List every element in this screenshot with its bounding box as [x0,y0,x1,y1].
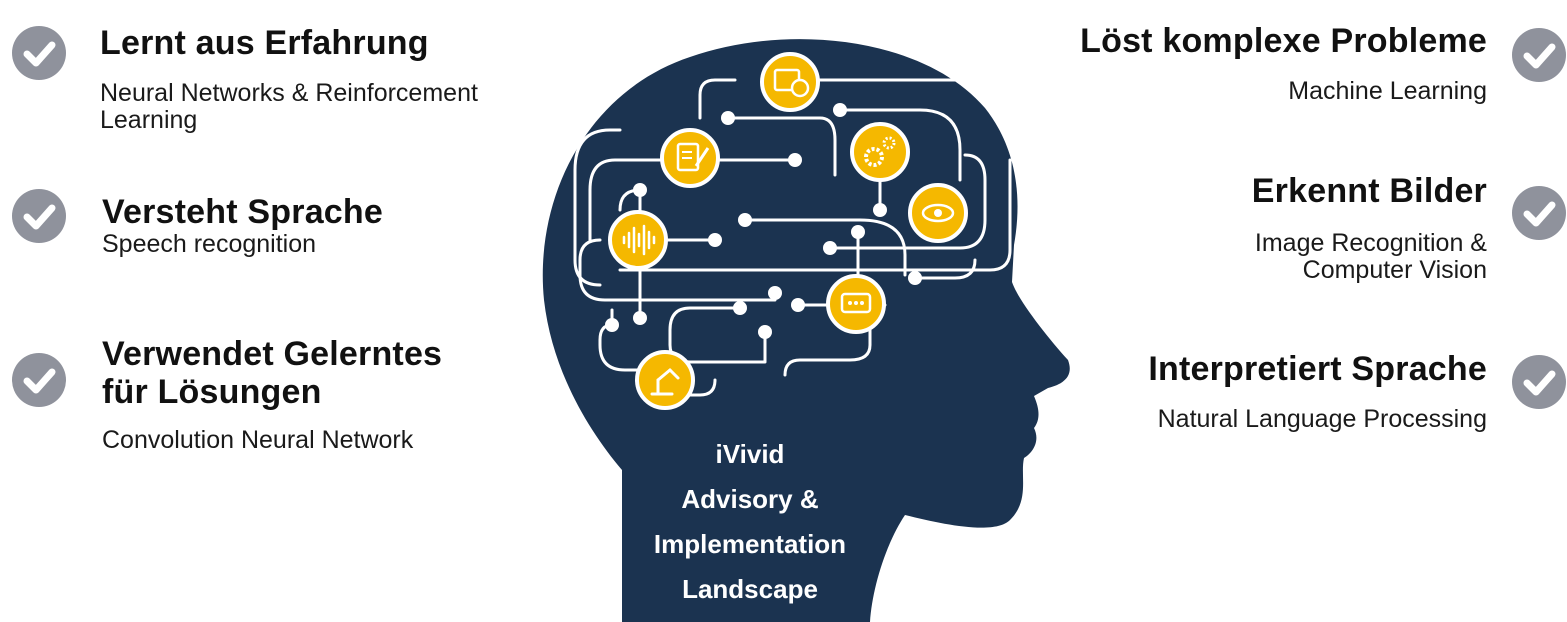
checkmark-icon [1523,370,1556,396]
feature-subtitle: Convolution Neural Network [102,426,414,454]
checkmark-icon [1523,43,1556,69]
feature-subtitle: Natural Language Processing [1157,405,1487,433]
chat-bubble-icon [840,292,872,314]
node-chat-bubble [826,274,886,334]
feature-verwendet-gelerntes: Verwendet Gelerntes für Lösungen Convolu… [0,335,600,465]
feature-title: Lernt aus Erfahrung [100,24,429,62]
checkmark-icon [23,204,56,230]
node-robot-arm [635,350,695,410]
node-sound-wave [608,210,668,270]
feature-interpretiert-sprache: Interpretiert Sprache Natural Language P… [1000,350,1567,450]
circuit-dots [605,103,922,339]
node-document-pen [660,128,720,188]
checkmark-icon [23,41,56,67]
caption-line: Landscape [682,574,818,604]
feature-loest-komplexe-probleme: Löst komplexe Probleme Machine Learning [1000,22,1567,122]
check-badge [1512,28,1566,82]
feature-title: Versteht Sprache [102,193,383,231]
check-badge [12,189,66,243]
sound-wave-icon [622,224,656,256]
feature-subtitle: Neural Networks & Reinforcement Learning [100,79,478,134]
feature-title: Löst komplexe Probleme [1080,22,1487,60]
check-badge [1512,186,1566,240]
feature-title: Verwendet Gelerntes für Lösungen [102,335,443,411]
feature-lernt-aus-erfahrung: Lernt aus Erfahrung Neural Networks & Re… [0,12,600,134]
document-pen-icon [676,142,700,172]
check-badge [12,26,66,80]
head-caption: iVivid Advisory & Implementation Landsca… [600,432,900,612]
feature-subtitle: Machine Learning [1288,77,1487,105]
checkmark-icon [23,368,56,394]
feature-subtitle: Speech recognition [102,230,317,258]
gears-icon [864,147,884,167]
node-eye [908,183,968,243]
check-badge [1512,355,1566,409]
checkmark-icon [1523,201,1556,227]
caption-line: iVivid [715,439,785,469]
check-badge [12,353,66,407]
feature-versteht-sprache: Versteht Sprache Speech recognition [0,185,600,265]
feature-title: Interpretiert Sprache [1148,350,1487,388]
node-gears [850,122,910,182]
feature-title: Erkennt Bilder [1251,172,1487,210]
caption-line: Implementation [653,529,847,559]
node-calendar-clock [760,52,820,112]
eye-icon [921,203,955,223]
caption-line: Advisory & [681,484,819,514]
feature-subtitle: Image Recognition & Computer Vision [1254,229,1487,284]
robot-arm-icon [650,368,680,396]
feature-erkennt-bilder: Erkennt Bilder Image Recognition & Compu… [1000,172,1567,292]
